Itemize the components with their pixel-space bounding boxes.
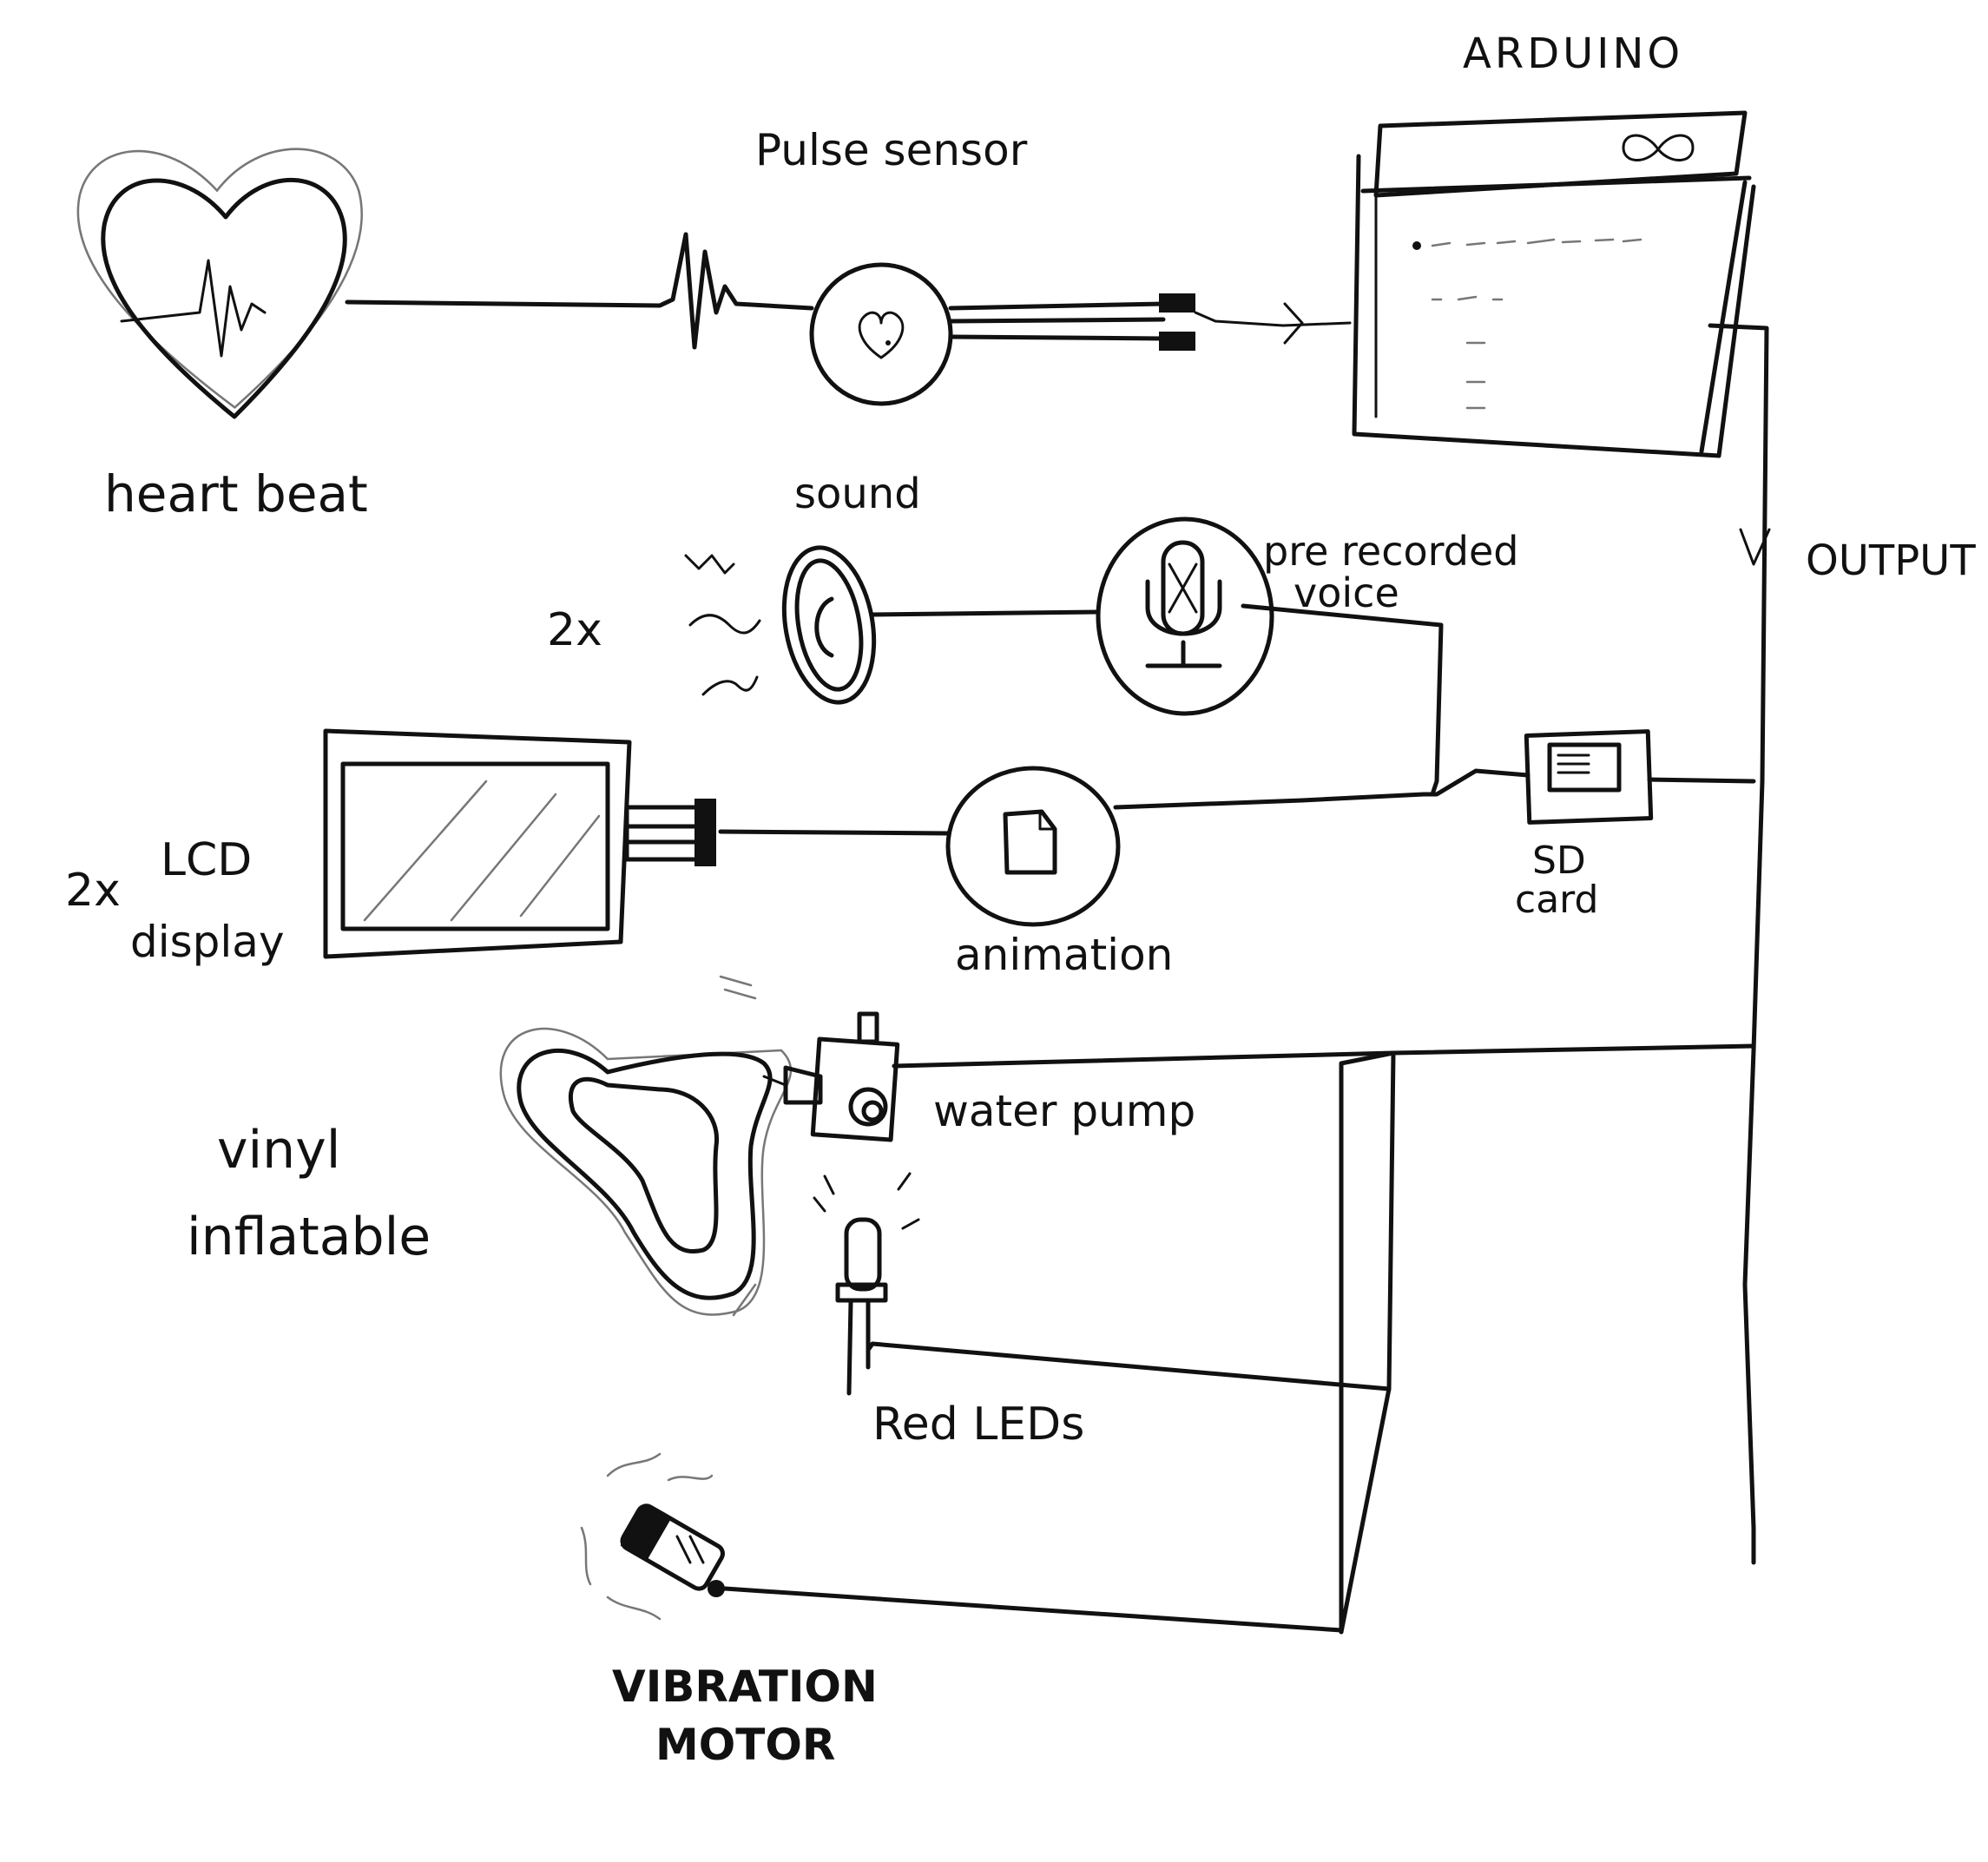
wire-pump-to-bus — [892, 1050, 1396, 1069]
vinyl-heart-icon — [499, 975, 793, 1317]
arduino-board-icon — [1352, 110, 1756, 458]
wire-heart-to-sensor — [345, 232, 814, 350]
prerecorded-voice-label-2: voice — [1294, 569, 1399, 616]
heart-beat-label: heart beat — [104, 464, 368, 523]
wire-output-bus — [1339, 1043, 1756, 1635]
vinyl-label-2: inflatable — [187, 1207, 431, 1267]
red-leds-label: Red LEDs — [872, 1398, 1085, 1451]
wire-sd-to-output — [1647, 777, 1756, 784]
sd-card-icon — [1524, 729, 1654, 825]
wire-animation-to-lcd — [718, 829, 951, 836]
lcd-count-label: 2x — [65, 865, 121, 917]
wire-speaker-to-mic — [870, 609, 1101, 617]
arduino-label: ARDUINO — [1463, 30, 1684, 78]
microphone-icon — [1096, 516, 1274, 716]
wire-sd-to-animation — [1113, 768, 1530, 810]
infinity-icon — [1622, 134, 1695, 161]
output-label: OUTPUT — [1806, 536, 1976, 585]
water-pump-label: water pump — [933, 1086, 1196, 1136]
pulse-sensor-icon — [809, 262, 1352, 406]
lcd-label-2: display — [130, 917, 285, 967]
vibration-label-2: MOTOR — [655, 1720, 836, 1770]
speaker-icon — [684, 545, 877, 705]
vinyl-label-1: vinyl — [217, 1120, 341, 1181]
prerecorded-voice-label-1: pre recorded — [1263, 528, 1519, 575]
file-icon — [945, 766, 1121, 927]
vibration-motor-icon — [580, 1452, 725, 1621]
lcd-label-1: LCD — [161, 834, 253, 886]
lcd-display-icon — [323, 728, 716, 959]
heart-icon — [76, 148, 363, 419]
sd-card-label-1: SD — [1532, 839, 1586, 883]
vibration-label-1: VIBRATION — [612, 1661, 878, 1712]
wire-motor-to-bus — [722, 1586, 1344, 1633]
sd-card-label-2: card — [1515, 878, 1599, 922]
sound-label: sound — [794, 470, 921, 518]
wire-mic-to-sd — [1241, 603, 1444, 797]
sound-count-label: 2x — [547, 604, 602, 656]
led-icon — [813, 1172, 920, 1396]
animation-label: animation — [955, 930, 1174, 980]
wire-arduino-output — [1708, 323, 1769, 1565]
water-pump-icon — [762, 1011, 900, 1142]
wire-led-to-bus — [866, 1341, 1392, 1392]
pulse-sensor-label: Pulse sensor — [755, 125, 1028, 175]
